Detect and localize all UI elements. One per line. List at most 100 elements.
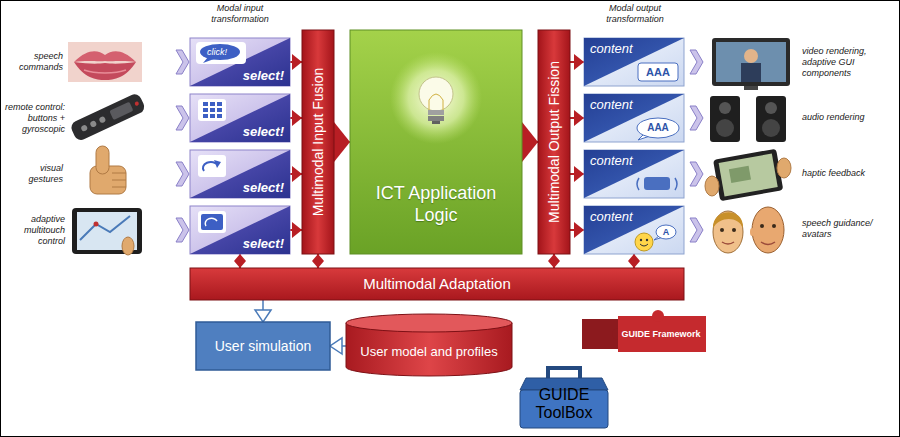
shape-part xyxy=(346,314,512,332)
haptic-tablet-photo-part xyxy=(713,149,783,201)
speakers-photo-part xyxy=(765,102,777,114)
simulation-box: User simulation xyxy=(196,322,330,370)
shape-part xyxy=(190,94,290,142)
shape-part xyxy=(640,244,648,246)
shape-part xyxy=(190,38,290,86)
icon-text: AAA xyxy=(638,118,678,138)
shape-part xyxy=(190,150,290,198)
flow-arrow xyxy=(633,254,635,268)
shape-part xyxy=(210,102,215,106)
input-transform-box: select! xyxy=(190,94,290,142)
shape-part xyxy=(198,211,226,233)
shape-part xyxy=(584,38,684,86)
modality-label: adaptive multitouch control xyxy=(3,214,65,247)
remote-control-photo xyxy=(69,92,146,142)
content-label: content xyxy=(590,97,633,112)
column-heading: Modal output transformation xyxy=(590,3,680,25)
box-label: ICT Application Logic xyxy=(362,182,510,226)
shape-part xyxy=(203,108,208,112)
avatars-illustration-part xyxy=(761,242,775,245)
box-label: GUIDE Framework xyxy=(621,329,700,340)
avatars-illustration-part xyxy=(772,224,776,228)
shape-part xyxy=(390,52,482,144)
output-chevrons-part xyxy=(690,106,703,130)
box-label: User simulation xyxy=(215,338,311,355)
label-slot: remote control: buttons + gyroscopic xyxy=(3,102,65,135)
fission-band: Multimodal Output Fission xyxy=(538,30,570,254)
shape-part xyxy=(190,206,290,254)
haptic-tablet-photo-part xyxy=(705,176,719,196)
shape-part xyxy=(210,114,215,118)
shape-part xyxy=(200,44,240,60)
input-chevrons-part xyxy=(176,106,189,130)
input-chevrons-part xyxy=(176,218,189,242)
flow-arrow xyxy=(290,173,302,175)
label-slot: speech commands xyxy=(3,51,63,73)
shape-part xyxy=(584,206,684,254)
video-screen-photo-part xyxy=(744,86,758,90)
shape-part xyxy=(217,114,222,118)
flow-arrow xyxy=(570,173,584,175)
haptic-tablet-photo-part-part xyxy=(729,166,751,183)
label-slot: Modal input transformation xyxy=(196,3,284,25)
haptic-tablet-photo-part-part xyxy=(719,154,778,197)
speakers-photo xyxy=(710,96,786,142)
shape-part xyxy=(637,178,677,190)
shape-part xyxy=(419,77,453,111)
box-label: ToolBox xyxy=(536,404,593,422)
shape-part xyxy=(217,108,222,112)
shape-part xyxy=(640,239,642,241)
shape-part xyxy=(190,38,290,86)
lips-photo-part xyxy=(74,62,136,80)
speakers-photo-part xyxy=(716,119,734,137)
haptic-tablet-photo-part-part xyxy=(713,149,783,201)
shape-part xyxy=(638,63,678,81)
content-label: content xyxy=(590,209,633,224)
flow-arrow xyxy=(570,61,584,63)
tablet-photo xyxy=(72,208,142,255)
avatars-illustration-part xyxy=(713,211,743,253)
action-label: select! xyxy=(243,124,284,139)
remote-control-photo-part xyxy=(98,116,106,124)
shape-part xyxy=(205,218,217,226)
shape-part xyxy=(203,102,208,106)
speakers-photo-part xyxy=(756,96,786,142)
flow-arrow xyxy=(262,300,264,322)
flow-arrow xyxy=(570,229,584,231)
flow-arrow xyxy=(317,254,319,268)
input-chevrons-part xyxy=(176,50,189,74)
lips-photo xyxy=(68,42,142,82)
shape-part xyxy=(432,121,440,124)
content-label: content xyxy=(590,41,633,56)
lips-photo-part xyxy=(74,51,136,62)
video-screen-photo-part xyxy=(716,42,786,82)
lips-photo-part xyxy=(84,70,126,73)
remote-control-photo-part xyxy=(89,120,97,128)
shape-part xyxy=(196,322,330,370)
shape-part xyxy=(190,268,684,300)
shape-part xyxy=(302,30,334,254)
shape-part xyxy=(652,310,664,322)
shape-part xyxy=(584,38,684,86)
flow-arrow xyxy=(553,254,555,268)
input-chevrons-part xyxy=(176,162,189,186)
video-screen-photo-part xyxy=(712,38,790,86)
avatars-illustration-part xyxy=(713,212,743,228)
shape-part xyxy=(350,30,522,254)
shape-part xyxy=(196,42,246,64)
flow-arrow xyxy=(522,141,538,143)
shape-part xyxy=(203,114,208,118)
label-slot: video rendering, adaptive GUI components xyxy=(802,46,894,79)
fusion-band: Multimodal Input Fusion xyxy=(302,30,334,254)
shape-part xyxy=(584,150,684,198)
shape-part xyxy=(198,155,226,177)
shape-part xyxy=(635,233,653,251)
thumb-gesture-photo-part xyxy=(96,146,109,174)
remote-control-photo-part xyxy=(80,124,88,132)
shape-part xyxy=(190,94,290,142)
shape-part xyxy=(584,206,684,254)
flow-arrow xyxy=(290,61,302,63)
avatars-illustration xyxy=(713,207,784,253)
